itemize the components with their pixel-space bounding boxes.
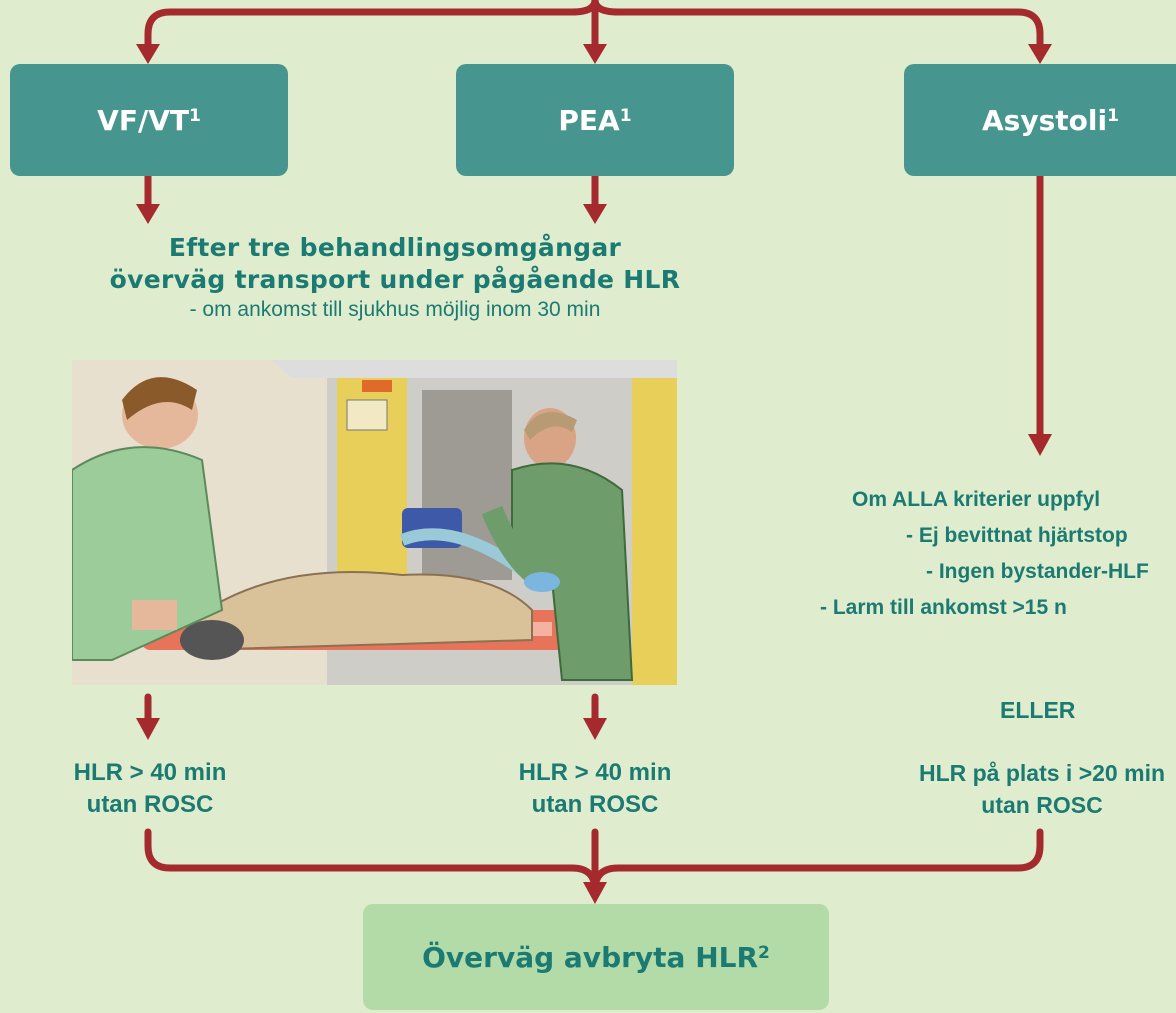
criteria-item: - Larm till ankomst >15 n — [820, 596, 1067, 619]
pea-label: PEA — [558, 103, 620, 137]
asystoli-outcome-line-2: utan ROSC — [981, 792, 1103, 818]
criteria-item: - Ej bevittnat hjärtstop — [906, 524, 1128, 547]
final-decision-label: Överväg avbryta HLR — [422, 940, 759, 974]
asystoli-label: Asystoli — [982, 103, 1108, 137]
asystoli-criteria: Om ALLA kriterier uppfyl - Ej bevittnat … — [812, 482, 1176, 626]
transport-line-2: överväg transport under pågående HLR — [109, 265, 681, 294]
vf-vt-footnote: 1 — [188, 106, 201, 126]
transport-line-3: - om ankomst till sjukhus möjlig inom 30… — [189, 298, 601, 321]
asystoli-footnote: 1 — [1107, 106, 1119, 126]
pea-outcome-line-1: HLR > 40 min — [518, 759, 672, 786]
vf-vt-outcome-line-2: utan ROSC — [86, 791, 214, 818]
ambulance-cpr-illustration — [72, 360, 677, 685]
vf-vt-label: VF/VT — [97, 103, 189, 137]
transport-note: Efter tre behandlingsomgångar överväg tr… — [40, 232, 750, 324]
asystoli-outcome-line-1: HLR på plats i >20 min — [918, 760, 1166, 786]
asystoli-outcome: HLR på plats i >20 min utan ROSC — [862, 757, 1176, 821]
vf-vt-outcome-line-1: HLR > 40 min — [73, 759, 227, 786]
transport-line-1: Efter tre behandlingsomgångar — [168, 233, 622, 262]
criteria-heading: Om ALLA kriterier uppfyl — [852, 488, 1101, 511]
pea-outcome-line-2: utan ROSC — [531, 791, 659, 818]
final-footnote: 2 — [758, 943, 770, 963]
pea-outcome: HLR > 40 min utan ROSC — [470, 757, 720, 821]
vf-vt-outcome: HLR > 40 min utan ROSC — [30, 757, 270, 821]
eller-label: ELLER — [1000, 697, 1076, 723]
criteria-item: - Ingen bystander-HLF — [926, 560, 1149, 583]
pea-footnote: 1 — [619, 106, 632, 126]
